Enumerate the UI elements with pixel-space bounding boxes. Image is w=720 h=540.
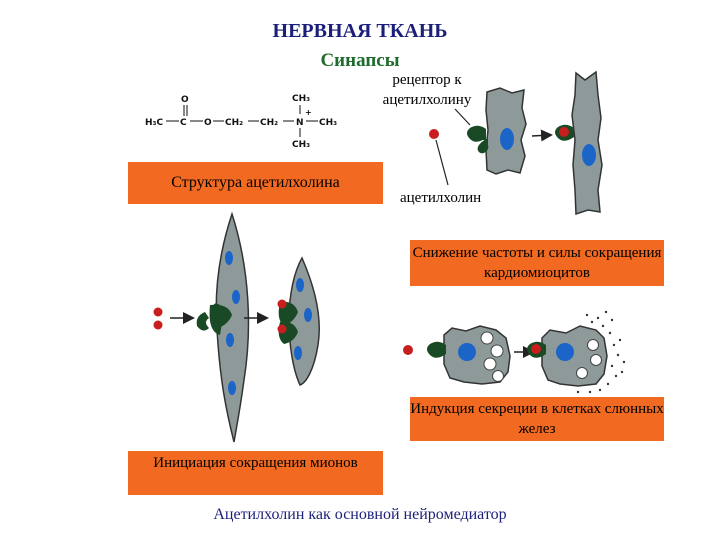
formula-ch3-top: CH₃ — [292, 94, 310, 104]
cardiomyocyte-1-nucleus — [500, 128, 514, 150]
receptor-label: рецептор к ацетилхолину — [382, 72, 472, 108]
formula-plus: + — [305, 108, 312, 117]
structure-box: Структура ацетилхолина — [128, 162, 383, 204]
receptor-pointer — [454, 108, 471, 126]
acetylcholine-molecule-1 — [429, 129, 439, 139]
muscle-fiber-1-nucleus-b — [232, 290, 240, 304]
salivary-box: Индукция секреции в клетках слюнных желе… — [410, 397, 664, 441]
formula-o: O — [204, 118, 212, 128]
acetylcholine-molecule-8 — [531, 344, 541, 354]
muscle-fiber-2-nucleus-a — [296, 278, 304, 292]
receptor-3-arm — [209, 304, 232, 329]
muscle-fiber-1 — [215, 211, 250, 443]
acetylcholine-molecule-4 — [153, 320, 163, 330]
acetylcholine-label: ацетилхолин — [400, 190, 482, 206]
muscle-fiber-1-nucleus-a — [225, 251, 233, 265]
cardiomyocyte-2-nucleus — [582, 144, 596, 166]
cardio-box: Снижение частоты и силы сокращения карди… — [410, 240, 664, 286]
salivary-cell-2 — [541, 325, 608, 387]
muscle-fiber-1-body — [215, 211, 250, 443]
formula-ch2-b: CH₂ — [260, 118, 278, 128]
formula-o-double: O — [181, 95, 189, 105]
formula-ch2-a: CH₂ — [225, 118, 243, 128]
arrow-1 — [531, 129, 553, 142]
acetylcholine-molecule-2 — [559, 127, 569, 137]
acetylcholine-molecule-7 — [403, 345, 413, 355]
muscle-fiber-1-nucleus-c — [226, 333, 234, 347]
acetylcholine-molecule-3 — [153, 307, 163, 317]
receptor-1-cup — [467, 125, 486, 142]
granule-2c — [576, 367, 588, 379]
formula-c: C — [180, 118, 187, 128]
receptor-5 — [427, 341, 446, 358]
cardiomyocyte-1 — [485, 87, 527, 175]
muscle-fiber-2-nucleus-b — [304, 308, 312, 322]
granule-1a — [480, 331, 494, 345]
acetylcholine-pointer — [435, 139, 449, 186]
salivary-cell-1 — [443, 325, 511, 385]
myocyte-box: Инициация сокращения мионов — [128, 451, 383, 495]
muscle-fiber-2 — [288, 256, 320, 386]
granule-2a — [587, 339, 599, 351]
acetylcholine-formula: H₃C C O O CH₂ CH₂ N + CH₃ CH₃ CH₃ — [145, 94, 337, 150]
granule-1b — [490, 344, 504, 358]
acetylcholine-molecule-5 — [277, 299, 287, 309]
acetylcholine-molecule-6 — [277, 324, 287, 334]
muscle-fiber-2-nucleus-c — [294, 346, 302, 360]
formula-h3c: H₃C — [145, 118, 163, 128]
formula-ch3-bottom: CH₃ — [292, 140, 310, 150]
page-subtitle: Синапсы — [320, 50, 400, 71]
footer-caption: Ацетилхолин как основной нейромедиатор — [213, 506, 507, 523]
granule-1c — [483, 357, 497, 371]
muscle-fiber-1-nucleus-d — [228, 381, 236, 395]
cardiomyocyte-2 — [571, 70, 603, 216]
granule-2b — [590, 354, 602, 366]
salivary-cell-1-body — [443, 325, 511, 385]
secretion-dots — [576, 310, 626, 394]
cardiomyocyte-2-body — [571, 70, 603, 216]
formula-ch3-right: CH₃ — [319, 118, 337, 128]
granule-1d — [492, 370, 504, 382]
salivary-cell-1-nucleus — [458, 343, 476, 361]
page-title: НЕРВНАЯ ТКАНЬ — [272, 20, 448, 42]
formula-n: N — [296, 118, 304, 128]
salivary-cell-2-nucleus — [556, 343, 574, 361]
muscle-fiber-2-body — [288, 256, 320, 386]
